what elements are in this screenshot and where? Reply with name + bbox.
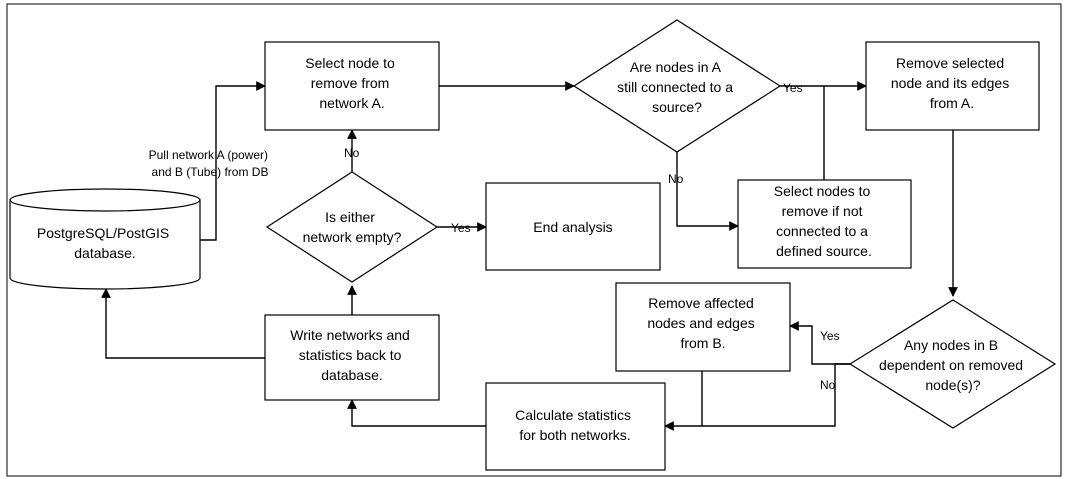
remove-selected-box	[865, 41, 1040, 131]
calc-stats-label: Calculate statistics for both networks.	[515, 407, 635, 443]
end-analysis-label: End analysis	[533, 219, 612, 235]
remove-affected-box	[615, 282, 791, 372]
select-nodes-not-connected-box	[737, 179, 912, 269]
yes-label-dependent: Yes	[820, 329, 840, 343]
edge-calc-to-write	[347, 399, 486, 427]
edge-connected-no-to-selectnodes	[676, 152, 739, 231]
yes-label-connected: Yes	[783, 81, 803, 95]
edge-db-to-select	[200, 81, 266, 241]
database-cylinder	[9, 188, 201, 290]
dependent-decision-diamond	[848, 299, 1057, 429]
remove-affected-label: Remove affected nodes and edges from B.	[647, 295, 758, 351]
remove-selected-label: Remove selected node and its edges from …	[891, 55, 1013, 111]
write-networks-box	[264, 314, 440, 401]
pull-networks-label: Pull network A (power) and B (Tube) from…	[149, 148, 272, 179]
empty-decision-label: Is either network empty?	[303, 209, 402, 245]
edge-dependent-yes-to-affected	[789, 321, 850, 365]
connectors	[101, 81, 958, 431]
select-node-label: Select node to remove from network A.	[305, 55, 398, 111]
edge-write-to-db	[101, 288, 265, 359]
connected-decision-label: Are nodes in A still connected to a sour…	[617, 59, 737, 115]
connected-decision-diamond	[572, 19, 782, 153]
yes-label-empty: Yes	[451, 221, 471, 235]
no-label-connected: No	[668, 172, 684, 186]
no-label-empty: No	[344, 146, 360, 160]
select-nodes-not-connected-label: Select nodes to remove if not connected …	[774, 183, 874, 259]
select-node-box	[264, 41, 440, 131]
end-analysis-box	[485, 182, 661, 271]
edge-dependent-no-to-calc	[664, 363, 850, 431]
dependent-decision-label: Any nodes in B dependent on removed node…	[879, 337, 1027, 393]
empty-decision-diamond	[265, 171, 439, 283]
no-label-dependent: No	[820, 378, 836, 392]
calc-stats-box	[485, 382, 666, 471]
database-label: PostgreSQL/PostGIS database.	[37, 225, 173, 261]
diagram-frame	[6, 3, 1062, 477]
write-networks-label: Write networks and statistics back to da…	[290, 327, 413, 383]
